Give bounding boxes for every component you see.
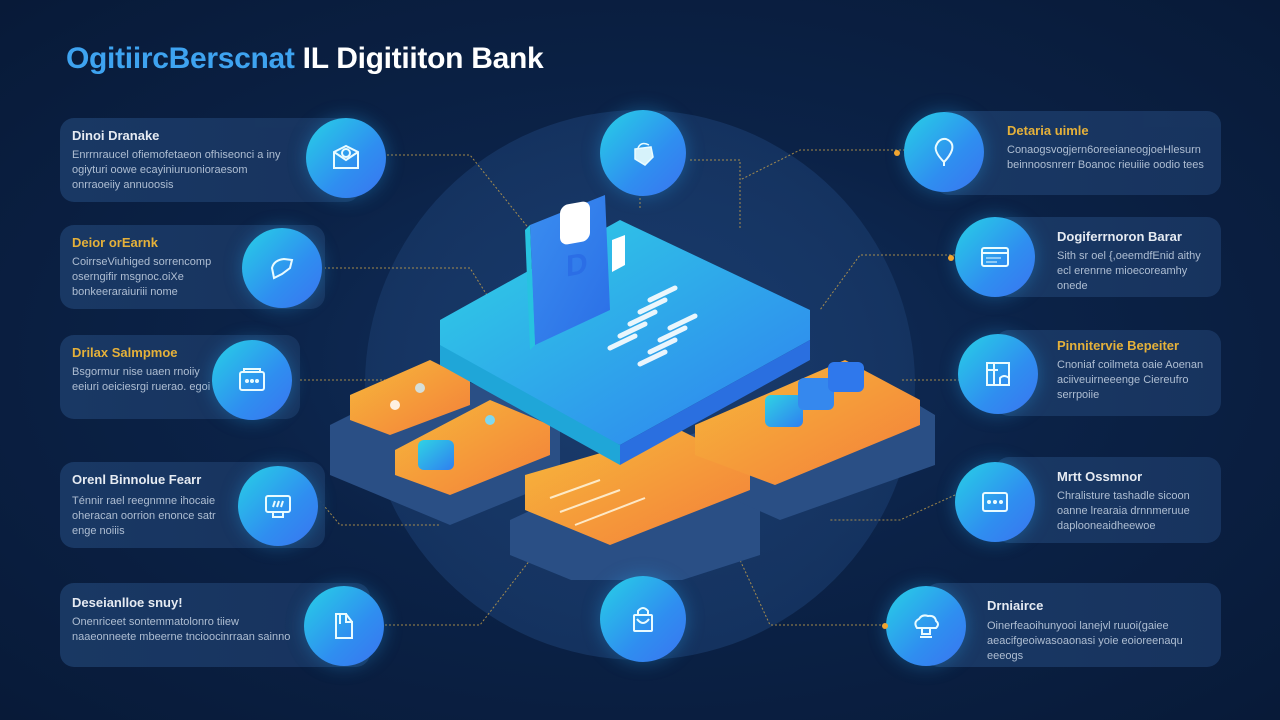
feature-card-left-1[interactable]: Dinoi Dranake Enrrnraucel ofiemofetaeon …: [60, 118, 360, 202]
card-body: Enrrnraucel ofiemofetaeon ofhiseonci a i…: [72, 149, 281, 191]
card-body: CoirrseViuhiged sorrencomp oserngifir ms…: [72, 256, 212, 298]
credit-card-icon[interactable]: [955, 217, 1035, 297]
card-body: Ténnir rael reegnmne ihocaie oheracan oo…: [72, 495, 216, 537]
card-body: Chralisture tashadle sicoon oanne lreara…: [1057, 490, 1190, 532]
card-title: Dogiferrnoron Barar: [1057, 229, 1182, 244]
connector-dot: [894, 150, 900, 156]
lock-icon[interactable]: [600, 576, 686, 662]
isometric-bank-platform: D: [330, 195, 935, 580]
card-title: Drniairce: [987, 598, 1044, 613]
feature-card-right-5[interactable]: Drniairce Oinerfeaoihunyooi lanejvl ruuo…: [925, 583, 1221, 667]
bag-icon[interactable]: [600, 110, 686, 196]
feature-card-right-4[interactable]: Mrtt Ossmnor Chralisture tashadle sicoon…: [995, 457, 1221, 543]
location-pin-icon[interactable]: [904, 112, 984, 192]
card-swipe-icon[interactable]: [242, 228, 322, 308]
wallet-icon[interactable]: [212, 340, 292, 420]
card-title: Pinnitervie Bepeiter: [1057, 338, 1180, 353]
card-title: Mrtt Ossmnor: [1057, 469, 1143, 484]
title-main: IL Digitiiton Bank: [302, 42, 544, 75]
card-body: Conaogsvogjern6oreeianeogjoeHlesurn bein…: [1007, 144, 1204, 171]
page-title: OgitiircBerscnat IL Digitiiton Bank: [66, 42, 544, 76]
card-body: Oinerfeaoihunyooi lanejvl ruuoi(gaiee ae…: [987, 620, 1183, 662]
envelope-icon[interactable]: [306, 118, 386, 198]
card-title: Orenl Binnolue Fearr: [72, 472, 202, 487]
title-accent: OgitiircBerscnat: [66, 42, 295, 75]
chat-box-icon[interactable]: [955, 462, 1035, 542]
card-title: Deior orEarnk: [72, 235, 158, 250]
logo-letter: D: [566, 247, 588, 284]
payment-terminal-icon[interactable]: [238, 466, 318, 546]
card-title: Drilax Salmpmoe: [72, 345, 178, 360]
cloud-server-icon[interactable]: [886, 586, 966, 666]
connector-dot: [948, 255, 954, 261]
card-title: Dinoi Dranake: [72, 128, 160, 143]
card-body: Bsgormur nise uaen rnoiiy eeiuri oeicies…: [72, 366, 211, 393]
card-body: Onenriceet sontemmatolonro tiiew naaeonn…: [72, 616, 291, 643]
document-icon[interactable]: [304, 586, 384, 666]
card-title: Detaria uimle: [1007, 123, 1089, 138]
card-body: Cnoniaf coilmeta oaie Aoenan aciiveuirne…: [1057, 359, 1204, 401]
connector-dot: [882, 623, 888, 629]
layout-icon[interactable]: [958, 334, 1038, 414]
card-body: Sith sr oel {,oeemdfEnid aithy ecl erenr…: [1057, 250, 1201, 292]
card-title: Deseianlloe snuy!: [72, 595, 183, 610]
